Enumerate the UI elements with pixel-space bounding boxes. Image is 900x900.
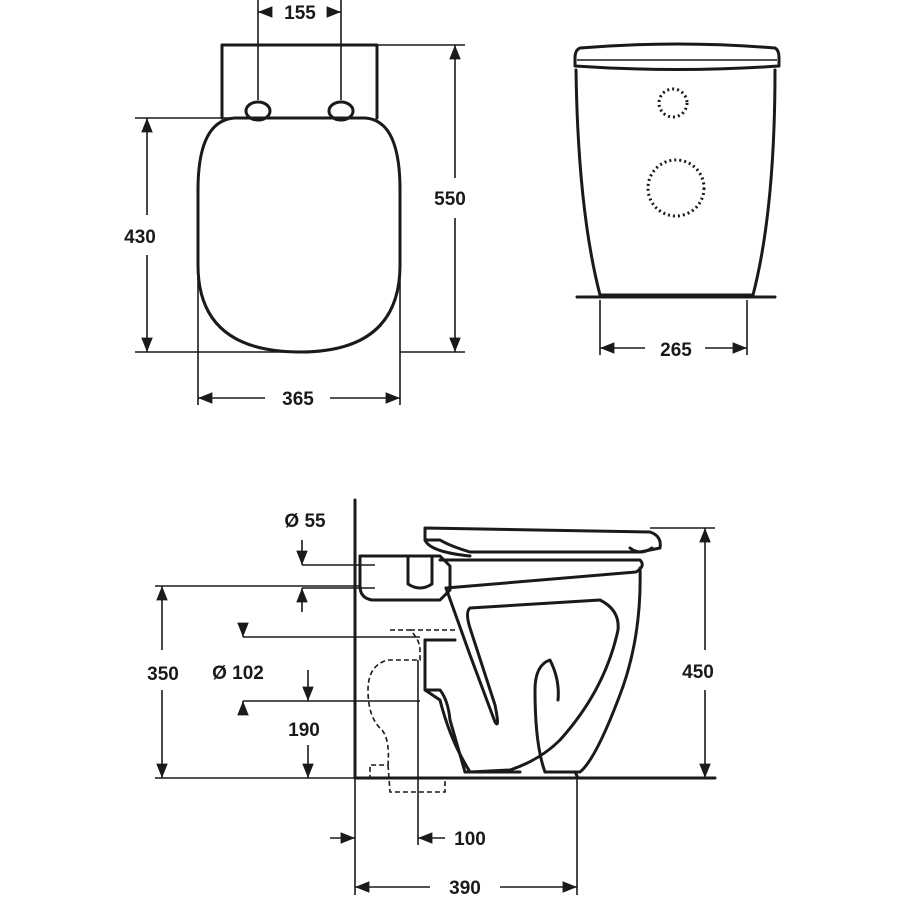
side-outlet-pipe-dashed	[367, 629, 446, 793]
dim-102-label: Ø 102	[212, 663, 264, 684]
back-view-pan-body	[574, 68, 777, 297]
dim-155-label: 155	[284, 3, 316, 24]
dim-390-label: 390	[449, 878, 481, 899]
back-view: 265	[573, 42, 781, 361]
side-inlet-block	[358, 554, 452, 602]
dim-100-label: 100	[454, 829, 486, 850]
left-hinge	[244, 100, 272, 122]
dim-430-label: 430	[124, 227, 156, 248]
dim-350-label: 350	[147, 664, 179, 685]
dim-365-label: 365	[282, 389, 314, 410]
back-view-upper-hole	[657, 87, 689, 119]
top-view-back-block	[220, 43, 379, 120]
side-inlet-connector	[406, 554, 434, 590]
side-view: Ø 55 Ø 102 350 190 450 100 390	[147, 498, 717, 899]
side-seat-lid	[423, 526, 662, 554]
dim-265-label: 265	[660, 340, 692, 361]
dim-450-label: 450	[682, 662, 714, 683]
side-outlet-foot	[463, 770, 580, 780]
back-view-seat-lid	[573, 42, 781, 71]
side-trap-channel	[423, 688, 467, 774]
top-view: 155 430 550 365	[124, 0, 466, 410]
dim-55-label: Ø 55	[284, 511, 326, 532]
right-hinge	[327, 100, 355, 122]
dim-190-label: 190	[288, 720, 320, 741]
side-bowl-outer	[533, 566, 642, 774]
side-bowl-inner	[423, 586, 620, 774]
back-view-lower-hole	[646, 158, 706, 218]
side-rim	[438, 558, 644, 590]
side-seat-hinge	[423, 538, 654, 558]
dim-550-label: 550	[434, 189, 466, 210]
seat-outline	[196, 116, 402, 354]
